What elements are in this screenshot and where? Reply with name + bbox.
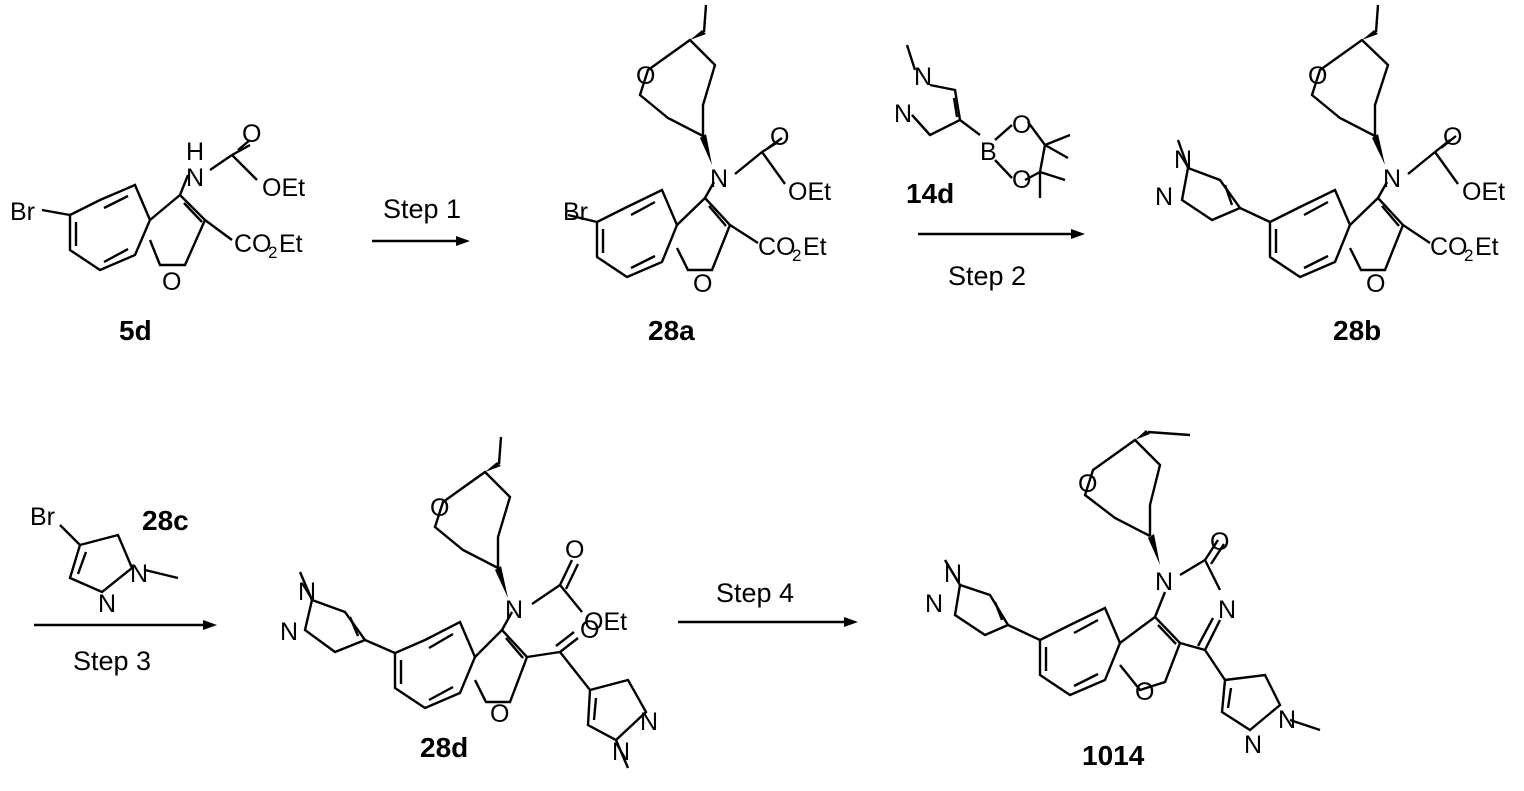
compound-label-28d: 28d [420,732,468,763]
compound-label-1014: 1014 [1082,740,1145,771]
arrow-head [203,620,217,630]
atom-n: N [1278,706,1296,734]
atom-et: Et [803,233,827,261]
step-1-label: Step 1 [383,194,461,224]
atom-o: O [1366,270,1385,298]
atom-o: O [162,268,181,296]
atom-n: N [944,560,962,588]
atom-n: N [640,708,658,736]
atom-n: N [1155,183,1173,211]
step-4-label: Step 4 [716,578,794,608]
atom-n: N [130,560,148,588]
atom-o: O [1443,123,1462,151]
atom-n: N [505,596,523,624]
atom-o: O [490,700,509,728]
compound-28b-structure: N O OEt O O N N CO 2 Et [1155,5,1505,298]
atom-o: O [565,536,584,564]
atom-o: O [636,62,655,90]
atom-br: Br [563,198,588,226]
atom-o: O [430,494,449,522]
atom-b: B [980,138,997,166]
compound-label-28a: 28a [648,315,695,346]
step-2-label: Step 2 [948,261,1026,291]
atom-n: N [1218,596,1236,624]
atom-n: N [1383,165,1401,193]
atom-n: N [612,738,630,766]
atom-sub-2: 2 [268,243,277,262]
compound-label-14d: 14d [906,178,954,209]
arrow-head [456,236,470,246]
atom-br: Br [10,198,35,226]
atom-oet: OEt [1462,178,1505,206]
arrow-head [1071,229,1085,239]
atom-o: O [580,616,599,644]
atom-co: CO [234,230,272,258]
compound-28d-structure: N O OEt O O O N N N N [280,437,658,768]
atom-n: N [298,578,316,606]
atom-n: N [914,63,932,91]
atom-et: Et [279,230,303,258]
atom-o: O [1012,111,1031,139]
atom-br: Br [30,503,55,531]
atom-o: O [770,123,789,151]
compound-1014-structure: N O N O O N N N N [925,430,1320,759]
atom-n: N [280,618,298,646]
atom-n: N [894,100,912,128]
step-3-label: Step 3 [73,646,151,676]
atom-oet: OEt [788,178,831,206]
atom-o: O [1210,528,1229,556]
atom-o: O [1308,62,1327,90]
atom-et: Et [1475,233,1499,261]
atom-n: N [925,590,943,618]
atom-n: N [1244,731,1262,759]
atom-sub-2: 2 [792,246,801,265]
compound-label-5d: 5d [119,315,152,346]
atom-co: CO [758,233,796,261]
atom-n: N [1174,146,1192,174]
atom-oet: OEt [262,174,305,202]
compound-5d-structure: Br H N O OEt O CO 2 Et [10,120,305,296]
atom-sub-2: 2 [1464,246,1473,265]
compound-14d-structure: N N B O O [894,45,1070,198]
atom-n: N [186,164,204,192]
arrow-head [844,617,858,627]
atom-o: O [1012,166,1031,194]
compound-label-28b: 28b [1333,315,1381,346]
compound-label-28c: 28c [142,505,189,536]
atom-co: CO [1430,233,1468,261]
atom-o: O [693,270,712,298]
atom-n: N [1155,568,1173,596]
atom-o: O [1078,470,1097,498]
atom-h: H [186,138,204,166]
compound-28a-structure: Br N O OEt O O CO 2 Et [563,5,831,298]
atom-n: N [710,165,728,193]
atom-o: O [1135,678,1154,706]
atom-n: N [98,590,116,618]
atom-o: O [242,120,261,148]
